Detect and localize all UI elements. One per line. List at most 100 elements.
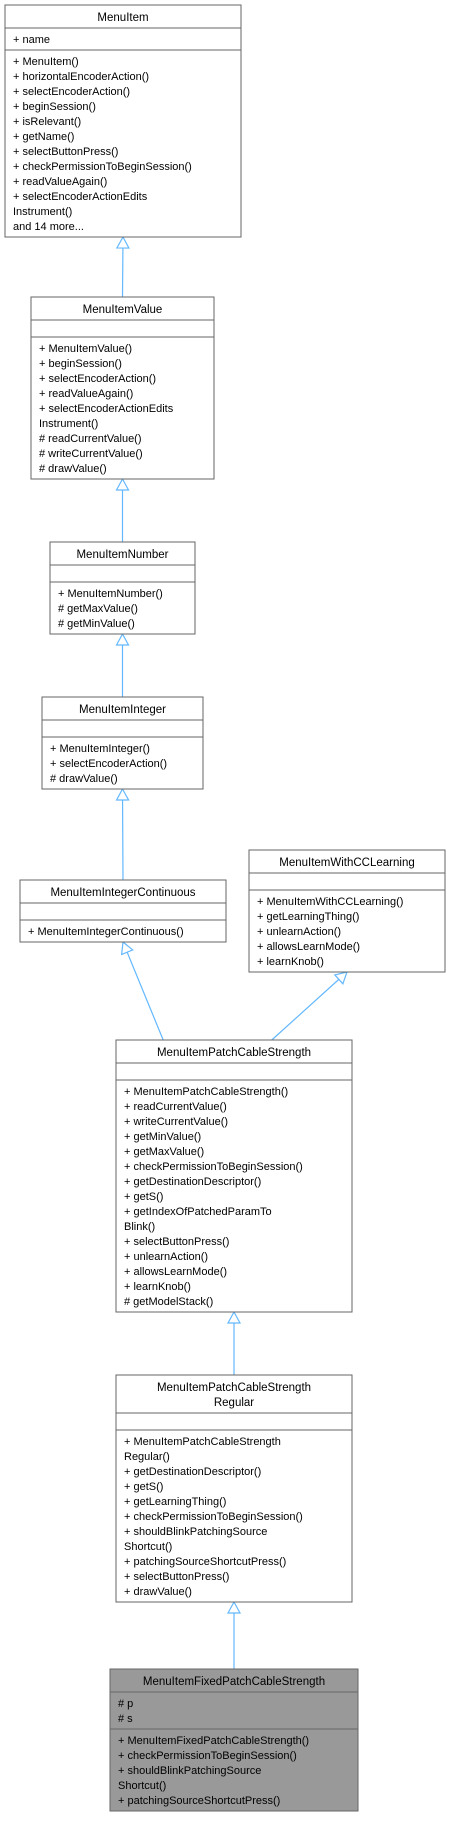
inheritance-edge bbox=[115, 477, 130, 542]
class-box-menuitemwithcclearning[interactable]: MenuItemWithCCLearning + MenuItemWithCCLe… bbox=[248, 849, 446, 973]
class-box-highlight bbox=[109, 1668, 359, 1812]
class-method: + selectEncoderActionEdits bbox=[13, 191, 148, 203]
class-box-menuitemvalue[interactable]: MenuItemValue+ MenuItemValue()+ beginSes… bbox=[30, 296, 215, 480]
class-attribute: + name bbox=[13, 34, 50, 46]
inheritance-arrowhead bbox=[120, 940, 134, 956]
class-method: + selectEncoderActionEdits bbox=[39, 403, 174, 415]
class-title: MenuItemPatchCableStrength bbox=[157, 1382, 311, 1394]
class-box-menuitem[interactable]: MenuItem + name + MenuItem() + horizontalEn… bbox=[4, 4, 242, 238]
class-method: + drawValue() bbox=[124, 1586, 192, 1598]
class-method: + beginSession() bbox=[39, 358, 122, 370]
inheritance-arrowhead bbox=[115, 787, 130, 801]
class-method: # writeCurrentValue() bbox=[39, 448, 143, 460]
inheritance-arrowhead bbox=[226, 1600, 242, 1614]
class-method: + selectButtonPress() bbox=[13, 146, 118, 158]
class-method: + checkPermissionToBeginSession() bbox=[124, 1161, 303, 1173]
class-box-frame bbox=[49, 541, 196, 635]
class-box-frame bbox=[115, 1039, 353, 1313]
inheritance-edge bbox=[271, 971, 348, 1041]
class-method: + readCurrentValue() bbox=[124, 1101, 227, 1113]
class-method: + allowsLearnMode() bbox=[124, 1266, 227, 1278]
class-method: # readCurrentValue() bbox=[39, 433, 142, 445]
class-title: Regular bbox=[214, 1397, 254, 1409]
class-attribute: # p bbox=[118, 1698, 133, 1710]
class-method: + learnKnob() bbox=[124, 1281, 191, 1293]
class-title: MenuItemPatchCableStrength bbox=[157, 1047, 311, 1059]
class-method: + checkPermissionToBeginSession() bbox=[13, 161, 192, 173]
class-method: + checkPermissionToBeginSession() bbox=[124, 1511, 303, 1523]
class-box-menuitempatchcablestrength[interactable]: MenuItemPatchCableStrength+ MenuItemPatc… bbox=[115, 1039, 353, 1313]
class-method: + writeCurrentValue() bbox=[124, 1116, 228, 1128]
class-box-frame bbox=[30, 296, 215, 480]
inheritance-arrowhead bbox=[115, 477, 130, 491]
class-method: + getDestinationDescriptor() bbox=[124, 1176, 261, 1188]
inheritance-edge bbox=[226, 1310, 242, 1375]
class-box-menuitemnumber[interactable]: MenuItemNumber + MenuItemNumber() # getMax… bbox=[49, 541, 196, 635]
class-method: + MenuItemFixedPatchCableStrength() bbox=[118, 1735, 309, 1747]
class-method: + learnKnob() bbox=[257, 956, 324, 968]
inheritance-edge bbox=[115, 787, 130, 881]
class-method: # getMinValue() bbox=[58, 618, 135, 630]
class-method: # getMaxValue() bbox=[58, 603, 138, 615]
class-boxes: MenuItem + name + MenuItem() + horizontalEn… bbox=[4, 4, 446, 1812]
class-method: + MenuItemPatchCableStrength bbox=[124, 1436, 281, 1448]
inheritance-edge bbox=[226, 1600, 242, 1669]
class-method: + selectEncoderAction() bbox=[50, 758, 167, 770]
class-box-frame bbox=[41, 696, 204, 790]
class-title: MenuItemFixedPatchCableStrength bbox=[143, 1676, 325, 1688]
class-method: + getMinValue() bbox=[124, 1131, 201, 1143]
inheritance-edge bbox=[120, 940, 164, 1041]
class-method: + unlearnAction() bbox=[257, 926, 341, 938]
inheritance-edge bbox=[115, 235, 130, 298]
class-box-frame bbox=[248, 849, 446, 973]
edge-line bbox=[271, 978, 340, 1041]
class-method: Regular() bbox=[124, 1451, 170, 1463]
class-title: MenuItemWithCCLearning bbox=[279, 857, 415, 869]
class-method: + selectEncoderAction() bbox=[13, 86, 130, 98]
class-method: + shouldBlinkPatchingSource bbox=[118, 1765, 261, 1777]
class-title: MenuItemNumber bbox=[76, 549, 168, 561]
class-method: + getS() bbox=[124, 1191, 163, 1203]
class-method: + patchingSourceShortcutPress() bbox=[124, 1556, 286, 1568]
class-method: + getMaxValue() bbox=[124, 1146, 204, 1158]
class-box-frame bbox=[4, 4, 242, 238]
inheritance-arrowhead bbox=[115, 632, 130, 646]
class-method: + patchingSourceShortcutPress() bbox=[118, 1795, 280, 1807]
class-method: + MenuItemWithCCLearning() bbox=[257, 896, 403, 908]
class-method: + readValueAgain() bbox=[39, 388, 133, 400]
class-method: + MenuItem() bbox=[13, 56, 79, 68]
class-box-menuitemintegercontinuous[interactable]: MenuItemIntegerContinuous + MenuItemInteg… bbox=[19, 879, 227, 943]
class-method: + getName() bbox=[13, 131, 74, 143]
class-method: + getLearningThing() bbox=[257, 911, 359, 923]
class-method: + MenuItemNumber() bbox=[58, 588, 163, 600]
class-method: Shortcut() bbox=[124, 1541, 172, 1553]
class-method: + getS() bbox=[124, 1481, 163, 1493]
class-method: + MenuItemValue() bbox=[39, 343, 132, 355]
edge-line bbox=[126, 951, 164, 1041]
class-box-menuitemfixedpatchcablestrength[interactable]: MenuItemFixedPatchCableStrength # p # s + M… bbox=[109, 1668, 359, 1812]
class-method: + selectEncoderAction() bbox=[39, 373, 156, 385]
class-attribute: # s bbox=[118, 1713, 133, 1725]
class-method: + checkPermissionToBeginSession() bbox=[118, 1750, 297, 1762]
class-title: MenuItem bbox=[97, 12, 148, 24]
inheritance-arrowhead bbox=[333, 971, 348, 985]
class-method: + horizontalEncoderAction() bbox=[13, 71, 149, 83]
class-method: + selectButtonPress() bbox=[124, 1236, 229, 1248]
class-box-frame bbox=[19, 879, 227, 943]
class-method: # drawValue() bbox=[50, 773, 118, 785]
class-method: + getLearningThing() bbox=[124, 1496, 226, 1508]
class-method: Blink() bbox=[124, 1221, 155, 1233]
class-box-menuiteminteger[interactable]: MenuItemInteger+ MenuItemInteger()+ sele… bbox=[41, 696, 204, 790]
class-method: # drawValue() bbox=[39, 463, 107, 475]
class-method: + MenuItemIntegerContinuous() bbox=[28, 926, 184, 938]
class-method: + beginSession() bbox=[13, 101, 96, 113]
inheritance-arrowhead bbox=[115, 235, 130, 249]
class-method: + allowsLearnMode() bbox=[257, 941, 360, 953]
class-method: and 14 more... bbox=[13, 221, 84, 233]
class-method: Instrument() bbox=[13, 206, 72, 218]
class-title: MenuItemIntegerContinuous bbox=[50, 887, 195, 899]
class-method: + MenuItemInteger() bbox=[50, 743, 150, 755]
class-method: Instrument() bbox=[39, 418, 98, 430]
